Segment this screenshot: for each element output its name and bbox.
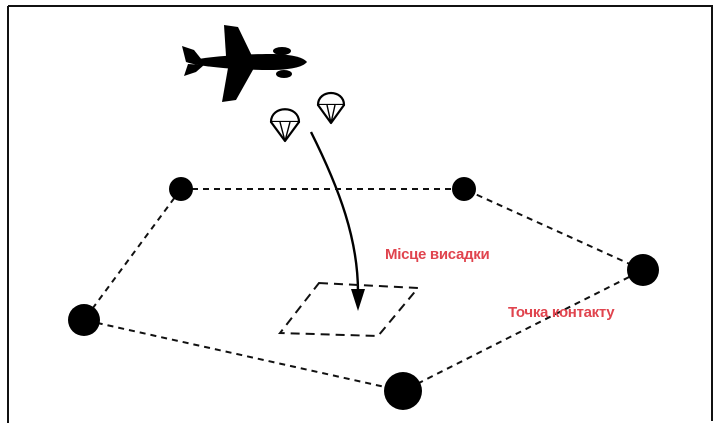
perimeter-node (384, 372, 422, 410)
parachute-icon (316, 91, 346, 125)
descent-arrow (309, 131, 365, 311)
perimeter-node (627, 254, 659, 286)
perimeter-node (169, 177, 193, 201)
diagram-frame (7, 5, 713, 423)
airplane-icon (182, 25, 307, 102)
perimeter-line (82, 188, 646, 393)
contact-point-label: Точка контакту (508, 304, 615, 321)
perimeter-node (68, 304, 100, 336)
landing-site-label: Місце висадки (385, 246, 489, 263)
landing-zone (277, 281, 421, 338)
parachute-icon (269, 108, 301, 143)
perimeter-node (452, 177, 476, 201)
